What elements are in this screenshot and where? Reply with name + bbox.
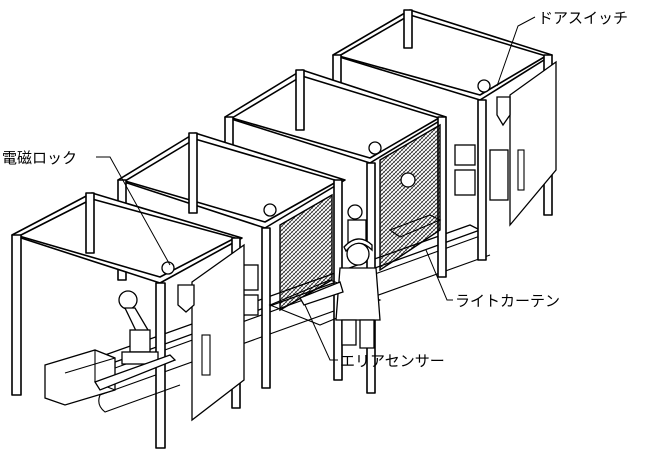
light-curtain-label: ライトカーテン <box>455 292 560 310</box>
door-switch-leader <box>496 16 536 87</box>
enclosure-station-4 <box>332 9 557 261</box>
operator-figure <box>299 238 381 349</box>
electromagnetic-lock-leader <box>96 156 171 266</box>
light-curtain-leader <box>425 249 453 301</box>
enclosure-station-1 <box>11 192 245 449</box>
electromagnetic-lock-label: 電磁ロック <box>2 149 77 167</box>
door-switch-label: ドアスイッチ <box>538 9 628 27</box>
area-sensor-label: エリアセンサー <box>340 352 445 370</box>
callout-leaders <box>96 16 536 361</box>
enclosure-station-2 <box>117 132 382 389</box>
area-sensor-leader <box>304 304 338 361</box>
